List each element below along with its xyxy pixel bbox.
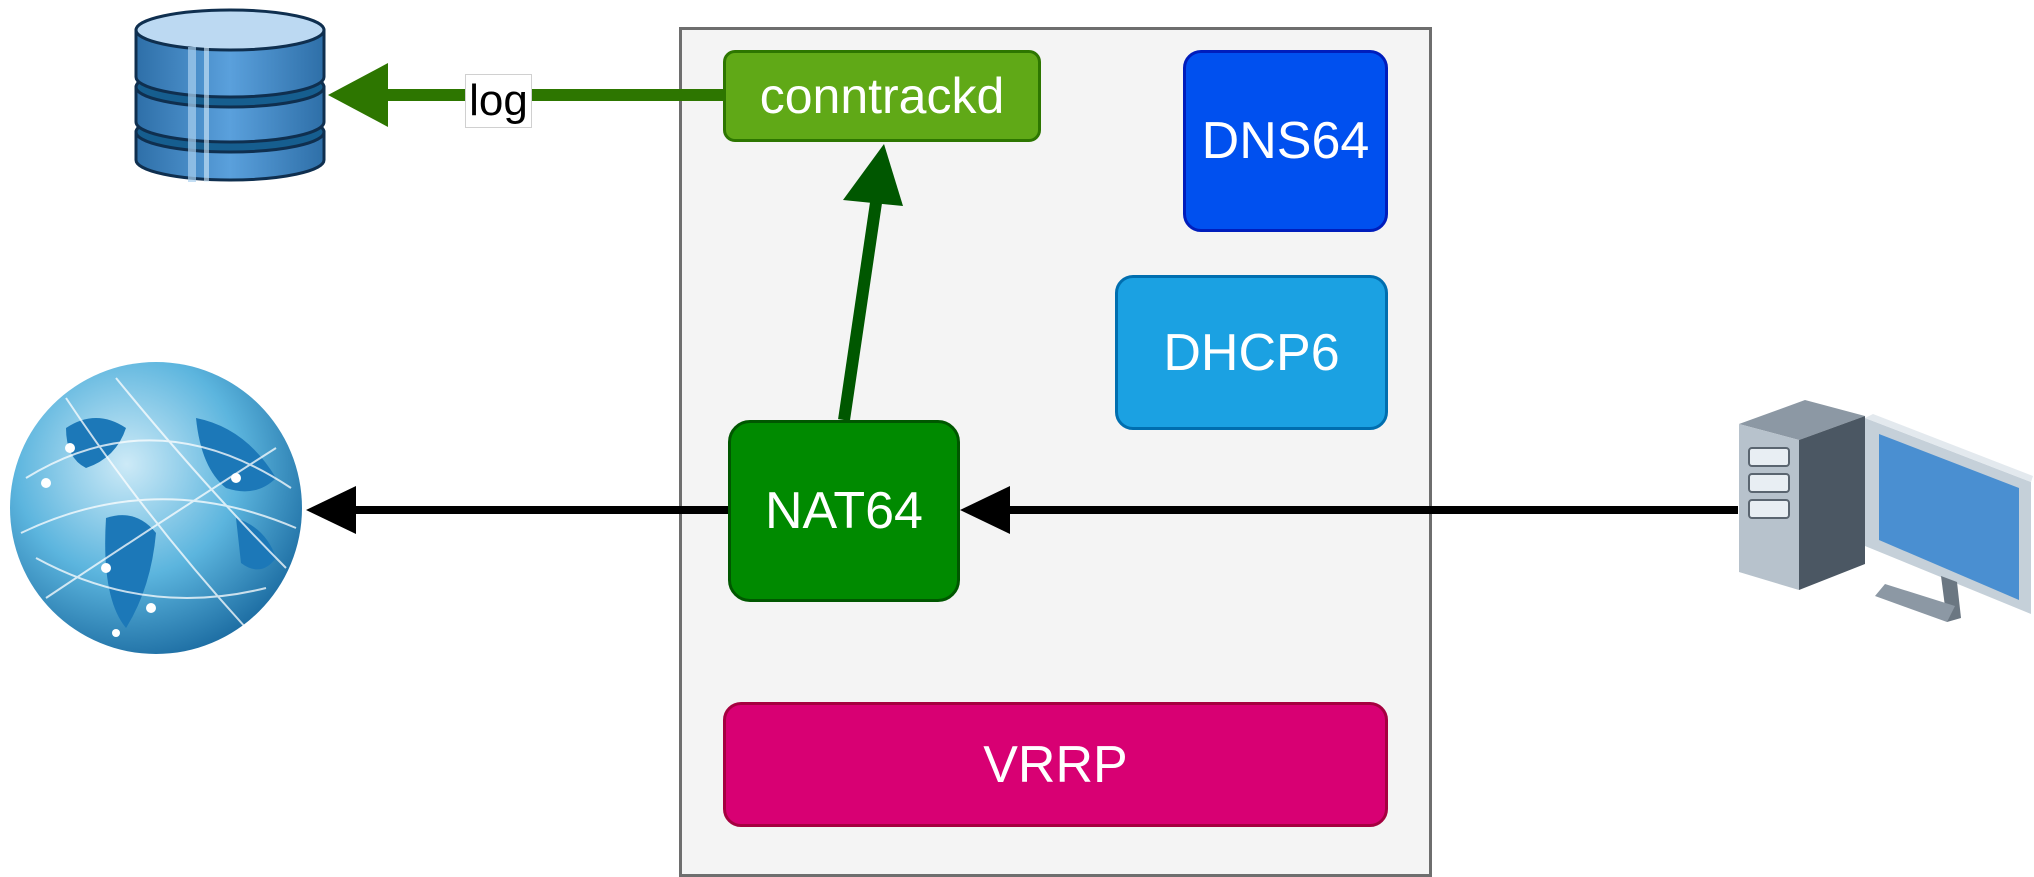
computer-to-nat64-arrowhead — [960, 486, 1010, 534]
nat-to-conntrackd-line — [838, 195, 883, 421]
conntrackd-node[interactable]: conntrackd — [723, 50, 1041, 142]
computer-icon — [1739, 400, 2033, 622]
database-icon — [134, 8, 326, 182]
dhcp6-node[interactable]: DHCP6 — [1115, 275, 1388, 430]
nat64-to-globe-arrowhead — [306, 486, 356, 534]
nat64-node[interactable]: NAT64 — [728, 420, 960, 602]
dns64-node[interactable]: DNS64 — [1183, 50, 1388, 232]
log-edge-label: log — [465, 74, 532, 128]
vrrp-node[interactable]: VRRP — [723, 702, 1388, 827]
log-arrowhead — [328, 63, 388, 127]
globe-icon — [10, 362, 302, 654]
nat-to-conntrackd-arrowhead — [843, 144, 903, 206]
